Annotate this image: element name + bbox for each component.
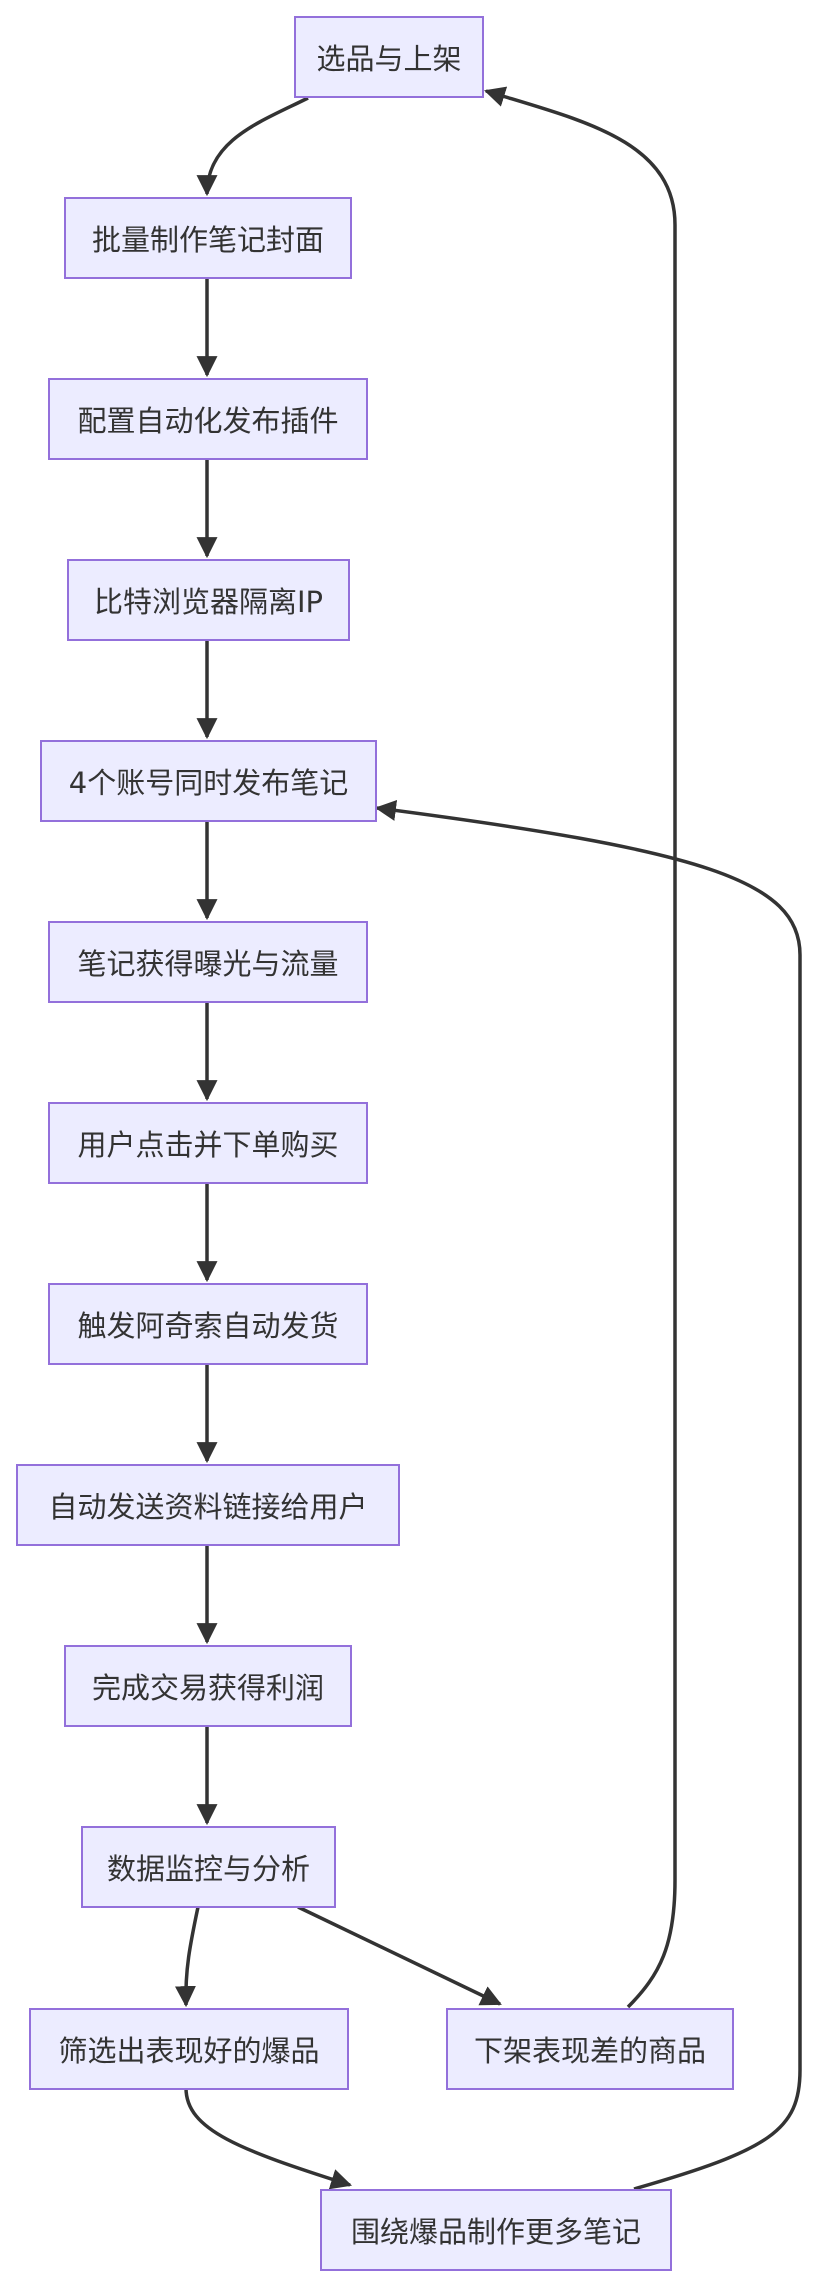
- node-profit: 完成交易获得利润: [64, 1645, 352, 1727]
- node-send-link: 自动发送资料链接给用户: [16, 1464, 400, 1546]
- node-exposure-traffic: 笔记获得曝光与流量: [48, 921, 368, 1003]
- node-listing-label: 选品与上架: [316, 42, 462, 76]
- node-user-purchase: 用户点击并下单购买: [48, 1102, 368, 1184]
- node-data-analysis-label: 数据监控与分析: [106, 1852, 310, 1886]
- node-data-analysis: 数据监控与分析: [81, 1826, 336, 1908]
- node-auto-shipping-label: 触发阿奇索自动发货: [77, 1309, 339, 1343]
- node-publish-accounts: 4个账号同时发布笔记: [40, 740, 377, 822]
- node-auto-publish-plugin-label: 配置自动化发布插件: [77, 404, 339, 438]
- node-exposure-traffic-label: 笔记获得曝光与流量: [77, 947, 339, 981]
- node-auto-publish-plugin: 配置自动化发布插件: [48, 378, 368, 460]
- node-auto-shipping: 触发阿奇索自动发货: [48, 1283, 368, 1365]
- node-batch-covers-label: 批量制作笔记封面: [91, 223, 324, 257]
- node-browser-ip: 比特浏览器隔离IP: [67, 559, 350, 641]
- node-publish-accounts-label: 4个账号同时发布笔记: [68, 766, 349, 800]
- node-more-notes: 围绕爆品制作更多笔记: [320, 2189, 672, 2271]
- node-user-purchase-label: 用户点击并下单购买: [77, 1128, 339, 1162]
- node-listing: 选品与上架: [294, 16, 484, 98]
- node-select-hits-label: 筛选出表现好的爆品: [58, 2034, 320, 2068]
- node-delist-poor: 下架表现差的商品: [446, 2008, 734, 2090]
- edge-n12-n14: [184, 2087, 353, 2190]
- edge-n11-n13: [297, 1905, 502, 2006]
- node-delist-poor-label: 下架表现差的商品: [473, 2034, 706, 2068]
- edge-n11-n12: [174, 1906, 200, 2008]
- edge-n14-n5: [374, 800, 802, 2191]
- node-profit-label: 完成交易获得利润: [91, 1671, 324, 1705]
- node-select-hits: 筛选出表现好的爆品: [29, 2008, 349, 2090]
- node-browser-ip-label: 比特浏览器隔离IP: [93, 585, 324, 619]
- node-batch-covers: 批量制作笔记封面: [64, 197, 352, 279]
- node-send-link-label: 自动发送资料链接给用户: [48, 1490, 368, 1524]
- edge-n1-n2: [196, 96, 309, 197]
- edge-n13-n1: [483, 86, 677, 2009]
- node-more-notes-label: 围绕爆品制作更多笔记: [350, 2215, 641, 2249]
